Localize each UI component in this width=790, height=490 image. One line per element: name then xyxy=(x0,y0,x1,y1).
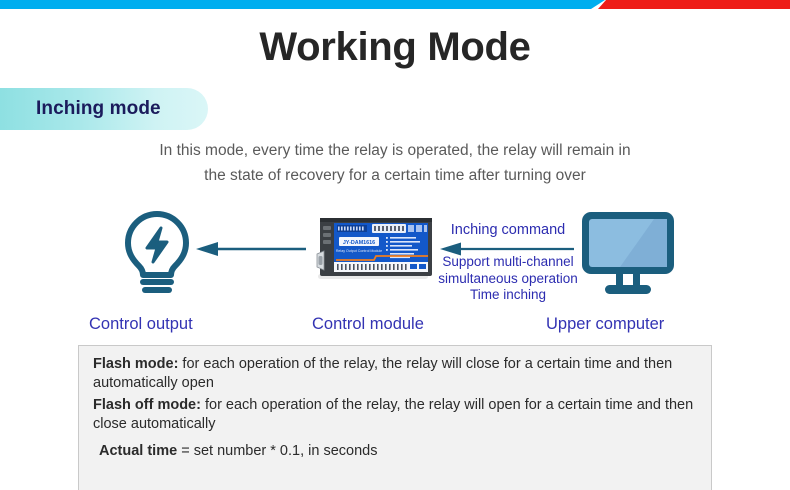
flash-mode-text: for each operation of the relay, the rel… xyxy=(93,356,673,391)
svg-text:JY-DAM1616: JY-DAM1616 xyxy=(343,240,375,246)
top-accent-bar xyxy=(0,0,790,9)
support-feature-line-1: Support multi-channel xyxy=(442,254,574,269)
actual-time-detail: Actual time = set number * 0.1, in secon… xyxy=(99,442,697,461)
support-feature-line-2: simultaneous operation xyxy=(438,270,578,286)
caption-control-module: Control module xyxy=(312,315,424,333)
mode-details-box: Flash mode: for each operation of the re… xyxy=(78,345,712,490)
caption-control-output: Control output xyxy=(89,315,193,333)
flash-off-mode-text: for each operation of the relay, the rel… xyxy=(93,397,694,432)
support-feature-list: Support multi-channel simultaneous opera… xyxy=(428,254,588,304)
support-feature-line-3: Time inching xyxy=(469,287,547,302)
actual-time-text: = set number * 0.1, in seconds xyxy=(177,443,378,459)
flash-mode-term: Flash mode: xyxy=(93,356,179,372)
desktop-monitor-icon xyxy=(578,206,678,300)
lightbulb-lightning-icon xyxy=(112,204,202,300)
actual-time-term: Actual time xyxy=(99,443,178,459)
flash-mode-detail: Flash mode: for each operation of the re… xyxy=(93,355,697,393)
arrow-left-icon-module-to-output xyxy=(196,240,306,258)
top-accent-bar-cyan-segment xyxy=(0,0,605,9)
mode-tag-inching-mode: Inching mode xyxy=(0,88,208,130)
working-mode-diagram: JY-DAM1616 Relay Output Control Module xyxy=(0,196,790,346)
flash-off-mode-detail: Flash off mode: for each operation of th… xyxy=(93,396,697,434)
mode-description-line-1: In this mode, every time the relay is op… xyxy=(159,142,631,159)
mode-description-line-2: the state of recovery for a certain time… xyxy=(204,167,586,184)
mode-tag-label: Inching mode xyxy=(36,98,161,119)
arrow-left-icon-computer-to-module xyxy=(440,240,574,258)
inching-command-label: Inching command xyxy=(450,222,566,238)
relay-control-module-icon: JY-DAM1616 Relay Output Control Module xyxy=(312,212,440,286)
caption-upper-computer: Upper computer xyxy=(546,315,665,333)
svg-text:Relay Output Control Module: Relay Output Control Module xyxy=(336,249,382,253)
mode-description: In this mode, every time the relay is op… xyxy=(95,138,695,188)
top-accent-bar-red-segment xyxy=(598,0,790,9)
diagram-captions: Control output Control module Upper comp… xyxy=(0,315,790,341)
flash-off-mode-term: Flash off mode: xyxy=(93,397,201,413)
page-title: Working Mode xyxy=(259,25,531,69)
